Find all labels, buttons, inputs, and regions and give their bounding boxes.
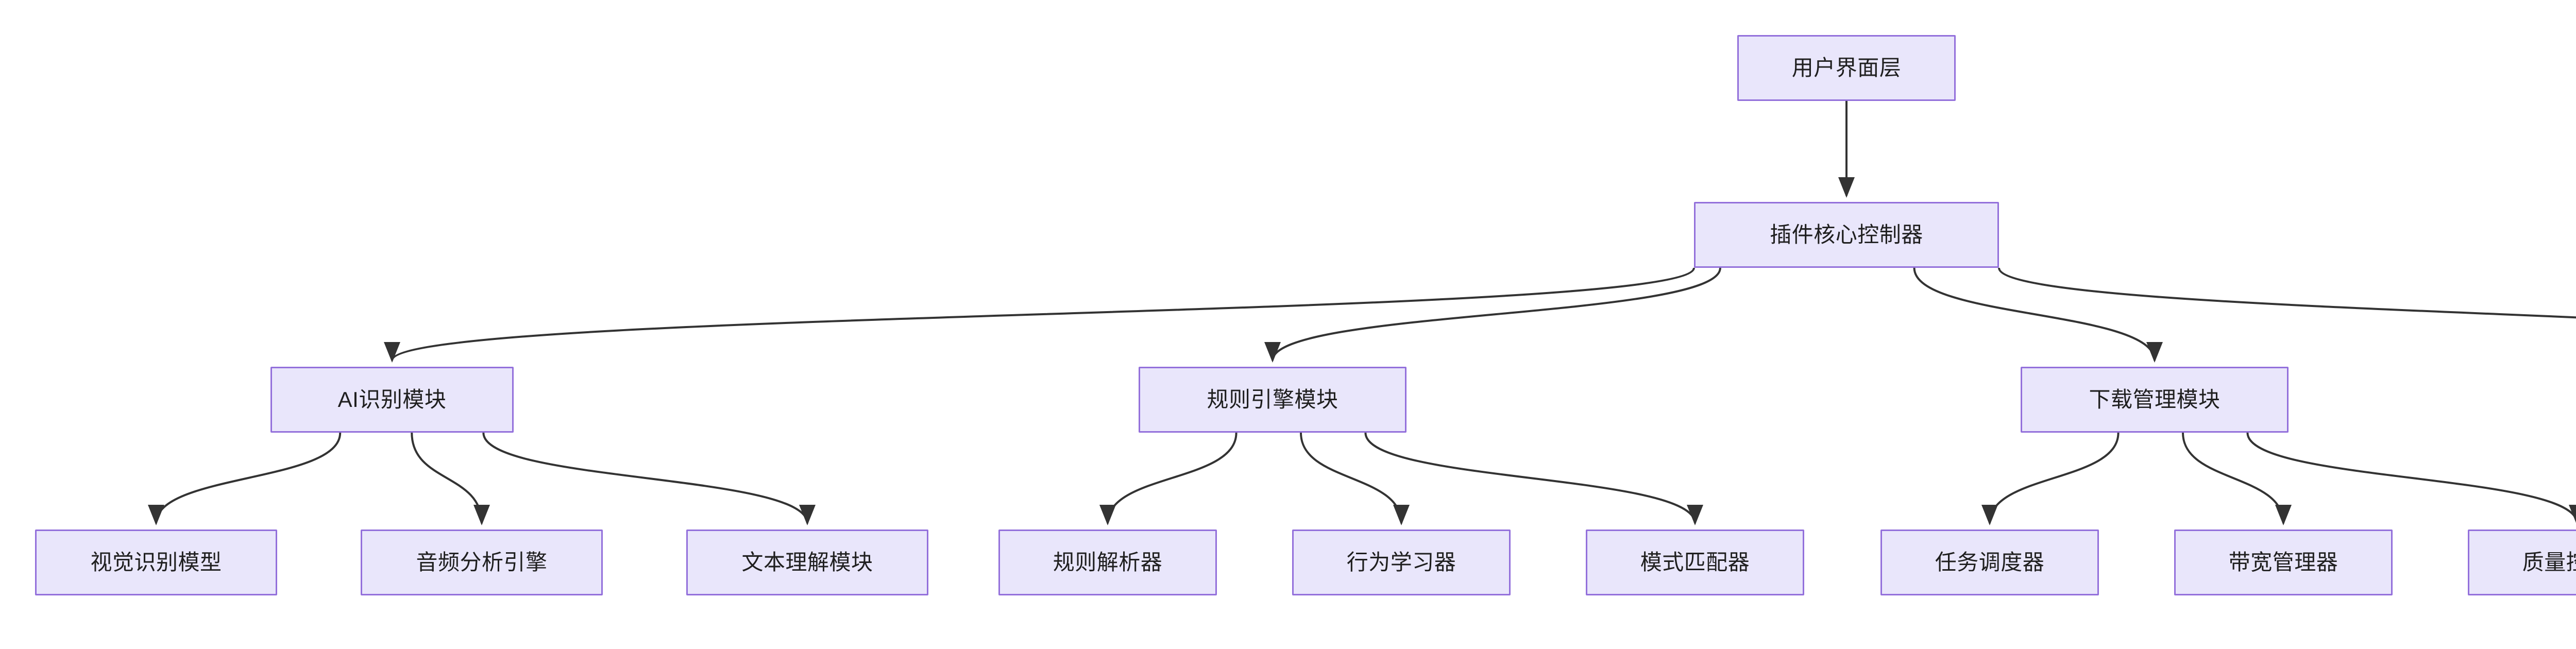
flow-node-label: 模式匹配器: [1640, 550, 1750, 574]
flow-edge-core-to-ai: [384, 267, 1695, 363]
flow-node-ai[interactable]: AI识别模块: [270, 367, 514, 433]
flow-edge-core-to-rule: [1264, 267, 1721, 363]
flow-node-label: 用户界面层: [1791, 55, 1902, 80]
flow-edge-core-to-social: [1998, 267, 2576, 319]
flow-node-parser[interactable]: 规则解析器: [998, 530, 1217, 595]
flow-node-core[interactable]: 插件核心控制器: [1694, 202, 1999, 268]
flow-node-audio[interactable]: 音频分析引擎: [361, 530, 603, 595]
flow-node-label: 质量控制器: [2522, 550, 2576, 574]
flow-node-bandwidth[interactable]: 带宽管理器: [2174, 530, 2393, 595]
flow-node-download[interactable]: 下载管理模块: [2021, 367, 2289, 433]
flow-node-rule[interactable]: 规则引擎模块: [1139, 367, 1406, 433]
flow-node-label: 下载管理模块: [2089, 387, 2221, 412]
flow-edge-core-to-download: [1913, 267, 2163, 363]
flow-node-text[interactable]: 文本理解模块: [686, 530, 928, 595]
flow-node-matcher[interactable]: 模式匹配器: [1586, 530, 1804, 595]
flow-node-label: 音频分析引擎: [416, 550, 548, 574]
flow-edge-ai-to-vision: [148, 432, 342, 525]
flow-edge-download-to-scheduler: [1981, 432, 2120, 525]
flow-edge-download-to-bandwidth: [2182, 432, 2292, 525]
flow-node-label: 文本理解模块: [741, 550, 873, 574]
flow-edge-rule-to-parser: [1099, 432, 1238, 525]
flow-edge-rule-to-learner: [1300, 432, 1410, 525]
flow-node-label: 规则引擎模块: [1207, 387, 1338, 412]
flow-node-quality[interactable]: 质量控制器: [2468, 530, 2576, 595]
flow-edge-download-to-quality: [2246, 432, 2576, 525]
flow-edge-ai-to-text: [482, 432, 816, 525]
flow-node-learner[interactable]: 行为学习器: [1292, 530, 1511, 595]
flow-node-label: AI识别模块: [337, 387, 447, 412]
flow-node-label: 行为学习器: [1346, 550, 1456, 574]
flow-node-label: 插件核心控制器: [1770, 222, 1923, 247]
flow-node-label: 规则解析器: [1053, 550, 1163, 574]
flow-node-label: 视觉识别模型: [90, 550, 222, 574]
flow-node-vision[interactable]: 视觉识别模型: [35, 530, 277, 595]
flow-edge-ai-to-audio: [411, 432, 490, 525]
flow-node-label: 任务调度器: [1935, 550, 2045, 574]
flow-edge-rule-to-matcher: [1364, 432, 1703, 525]
flow-node-label: 带宽管理器: [2228, 550, 2338, 574]
flow-node-ui[interactable]: 用户界面层: [1737, 35, 1956, 101]
flow-node-scheduler[interactable]: 任务调度器: [1880, 530, 2099, 595]
